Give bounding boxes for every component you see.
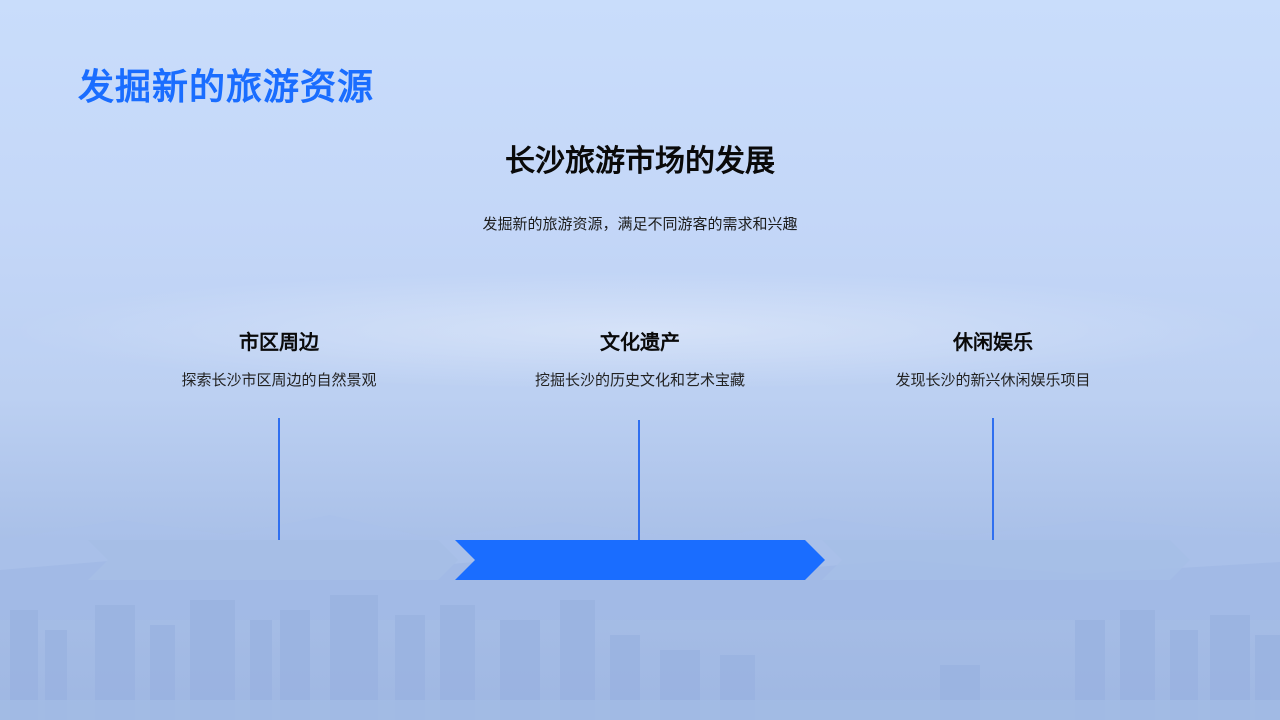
timeline-item-text: 探索长沙市区周边的自然景观 bbox=[181, 371, 377, 389]
timeline-item-heading: 休闲娱乐 bbox=[953, 330, 1033, 354]
timeline-item-cultural-heritage: 文化遗产 挖掘长沙的历史文化和艺术宝藏 bbox=[535, 326, 745, 391]
connector-line bbox=[992, 418, 994, 540]
connector-line bbox=[638, 420, 640, 540]
timeline-item-heading: 文化遗产 bbox=[600, 330, 680, 354]
timeline-arrows bbox=[88, 540, 1190, 580]
timeline-arrow-1 bbox=[88, 540, 458, 580]
timeline-item-text: 挖掘长沙的历史文化和艺术宝藏 bbox=[535, 371, 746, 389]
timeline-item-leisure-entertainment: 休闲娱乐 发现长沙的新兴休闲娱乐项目 bbox=[888, 326, 1098, 391]
section-description: 发掘新的旅游资源，满足不同游客的需求和兴趣 bbox=[482, 215, 798, 233]
timeline-arrow-2 bbox=[455, 540, 825, 580]
background-city-skyline bbox=[0, 595, 1280, 720]
timeline-item-text: 发现长沙的新兴休闲娱乐项目 bbox=[895, 371, 1091, 389]
sky-haze bbox=[0, 270, 1280, 390]
timeline-arrow-3 bbox=[822, 540, 1190, 580]
section-subtitle: 长沙旅游市场的发展 bbox=[505, 144, 775, 179]
timeline-item-urban-outskirts: 市区周边 探索长沙市区周边的自然景观 bbox=[174, 326, 384, 391]
connector-line bbox=[278, 418, 280, 540]
timeline-item-heading: 市区周边 bbox=[239, 330, 319, 354]
main-title: 发掘新的旅游资源 bbox=[78, 67, 375, 108]
